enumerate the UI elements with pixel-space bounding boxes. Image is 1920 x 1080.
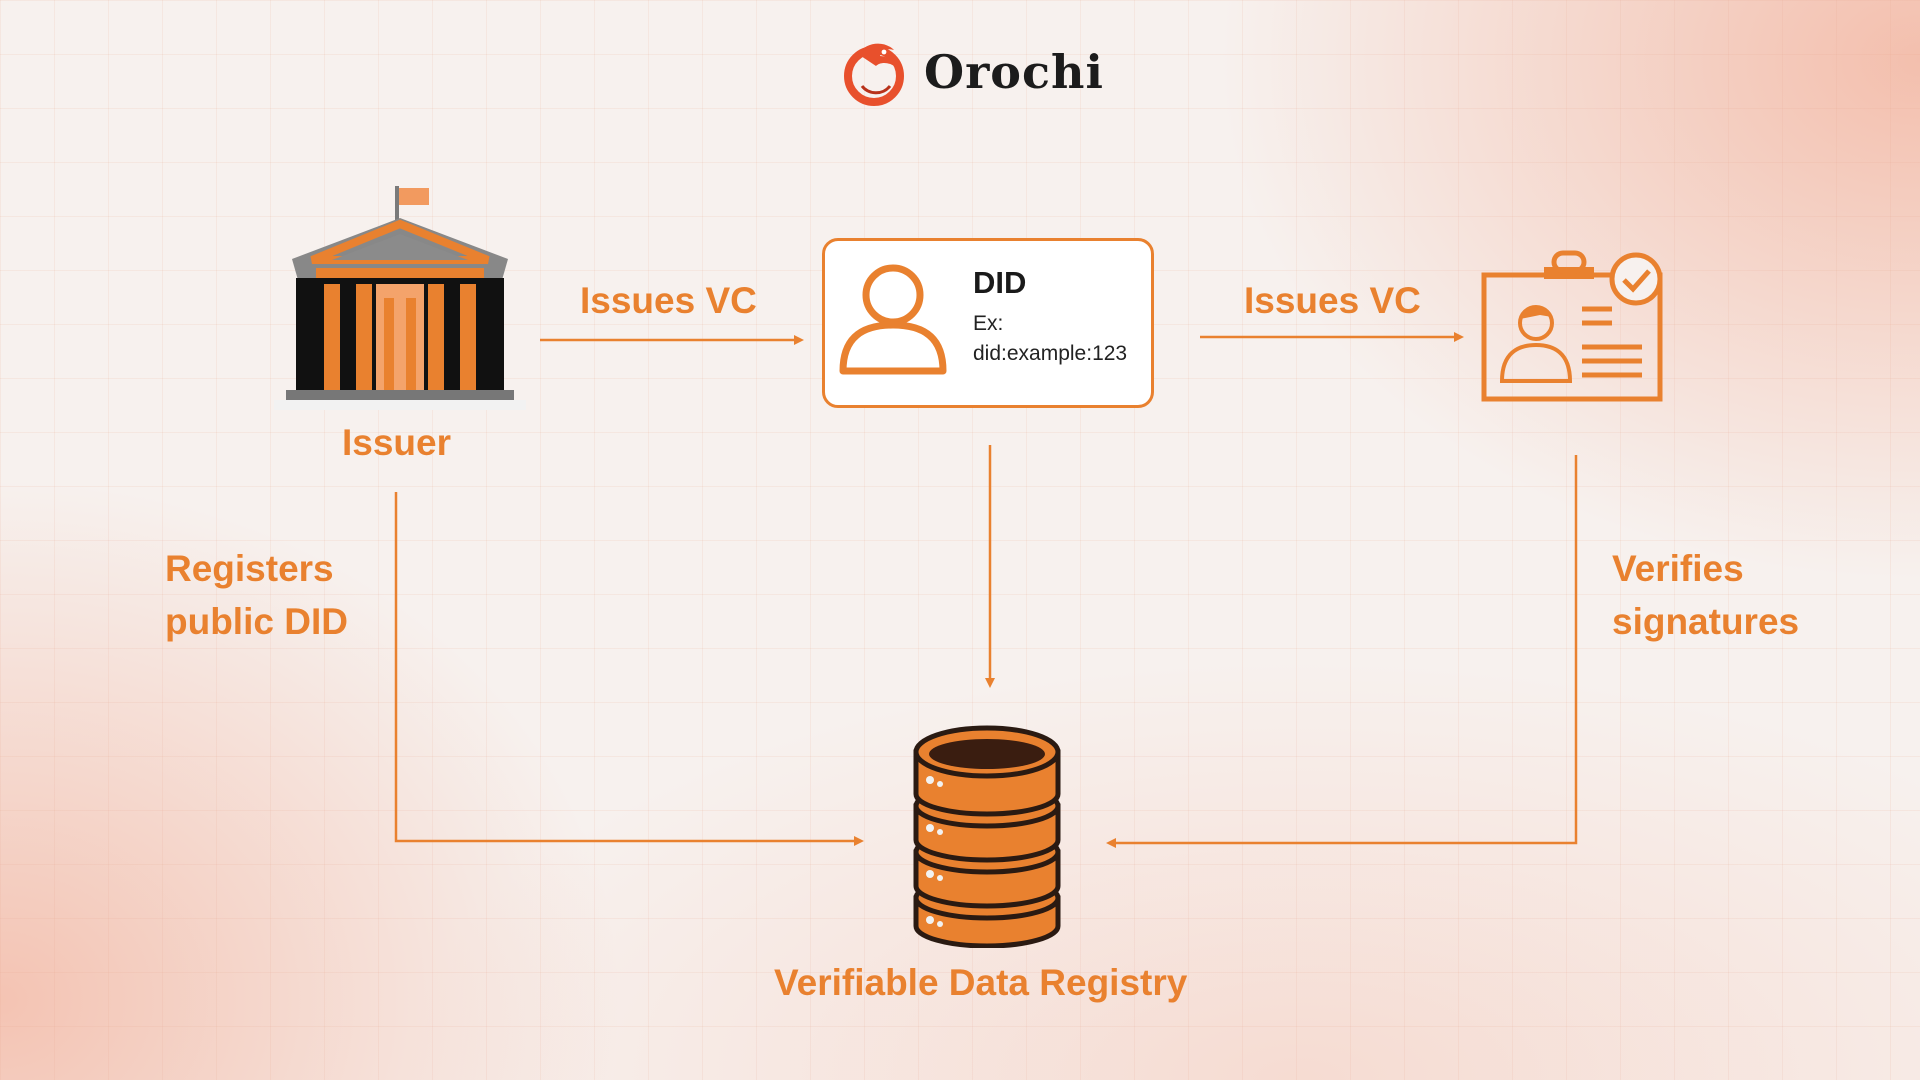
did-example-line1: Ex:	[973, 312, 1004, 335]
verifies-label-line2: signatures	[1612, 601, 1800, 642]
registry-label: Verifiable Data Registry	[774, 962, 1188, 1003]
did-title: DID	[973, 265, 1027, 300]
user-silhouette-icon	[839, 264, 947, 375]
registers-label-line2: public DID	[165, 601, 348, 642]
brand-name: Orochi	[924, 45, 1104, 99]
registers-label-line1: Registers	[165, 548, 334, 589]
did-card: DID Ex: did:example:123	[822, 238, 1154, 408]
did-example-line2: did:example:123	[973, 342, 1128, 365]
verified-id-card-icon	[1481, 250, 1663, 402]
brand-logo: Orochi	[838, 32, 1104, 112]
registers-label: Registers public DID	[165, 542, 348, 648]
issues-vc-left-label: Issues VC	[580, 280, 757, 321]
arrow-verifier-to-registry	[1112, 455, 1578, 845]
dragon-logo-icon	[844, 43, 904, 106]
verifies-label-line1: Verifies	[1612, 548, 1744, 589]
government-building-icon	[274, 186, 526, 410]
database-server-icon	[913, 725, 1061, 948]
issuer-label: Issuer	[342, 422, 452, 463]
did-example: Ex: did:example:123	[973, 309, 1153, 369]
issues-vc-right-label: Issues VC	[1244, 280, 1421, 321]
arrow-issuer-to-registry	[394, 492, 858, 843]
verifies-label: Verifies signatures	[1612, 542, 1799, 648]
